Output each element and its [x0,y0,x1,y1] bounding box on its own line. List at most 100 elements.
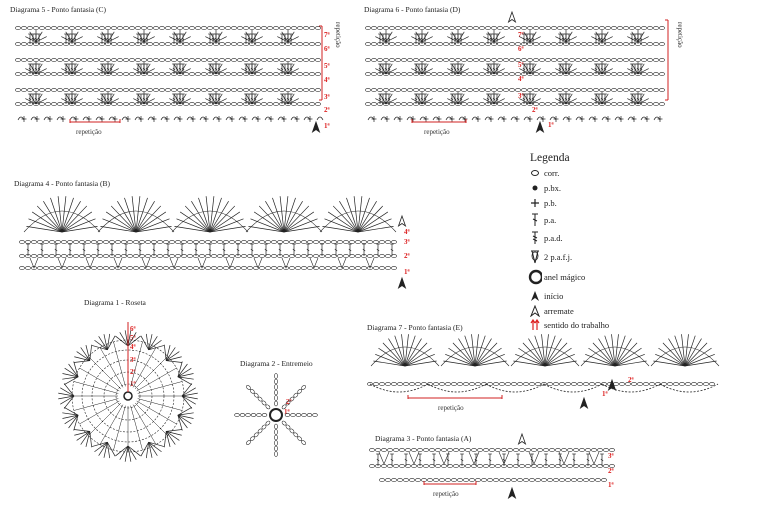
d7-chain [421,382,427,386]
d1-petal [127,445,141,457]
d2-petal-chain [306,413,313,417]
d5-fan [25,68,37,75]
d7-fan [401,334,406,367]
d6-chain [605,42,611,46]
d6-chain [539,88,545,92]
d4-chain [271,254,277,258]
d6-chain [617,72,623,76]
d4-fan [135,226,172,233]
d6-chain [521,88,527,92]
d5-chain [297,42,303,46]
d7-chain [439,382,445,386]
d6-fan [601,68,613,75]
d4-chain [19,254,25,258]
d6-chain [437,58,443,62]
stitch-line [334,248,338,252]
d4-fan [353,196,359,233]
plus-icon [528,198,542,208]
d2-petal-chain [274,400,278,407]
d5-chain [159,42,165,46]
d5-chain [309,58,315,62]
d5-chain [123,58,129,62]
d5-chain [117,72,123,76]
legend-item-pa: p.a. [528,213,556,227]
d6-chain [575,72,581,76]
d6-chain [515,88,521,92]
d4-chain [391,266,397,270]
d5-fan [35,68,47,75]
d1-petal [166,360,183,363]
d3-chain [513,448,519,452]
d6-chain [545,26,551,30]
stitch-line [244,37,248,41]
d6-bottom-chain [393,116,401,121]
stitch-line [460,458,464,462]
d4-chain [391,240,397,244]
stitch-line [381,67,385,71]
d6-chain [611,102,617,106]
stitch-line [100,67,104,71]
d5-chain [309,102,315,106]
d5-chain [117,102,123,106]
d6-bottom-chain [614,116,622,121]
d2-petal-chain [256,413,262,417]
d4-chain [289,240,295,244]
d5-bottom-chain [290,116,298,121]
d1-petal [94,339,108,351]
stitch-line [418,458,422,462]
stitch-line [136,97,140,101]
d4-chain [73,266,79,270]
d6-chain [455,26,461,30]
d4-chain [337,240,343,244]
d5-chain [303,58,309,62]
d7-chain [469,382,475,386]
d4-fan [209,218,244,233]
d6-chain [443,26,449,30]
d6-chain [611,42,617,46]
d6-chain [443,42,449,46]
d2-petal-chain [284,413,291,417]
d4-chain [91,240,97,244]
d3-chain [553,478,559,482]
d5-chain [165,102,171,106]
d1-petal [148,336,158,350]
d5-chain [105,58,111,62]
d6-fan [565,98,577,105]
d4-chain [37,240,43,244]
d1-spoke [73,398,119,411]
d4-v-stitch [169,257,179,269]
d4-fan [250,218,285,233]
stitch-line [236,248,240,252]
d3-v-stitch [438,451,450,465]
diagram-2-title: Diagrama 2 - Entremeio [240,359,313,368]
d1-petal [177,414,188,429]
d4-chain [67,266,73,270]
d4-chain [43,240,49,244]
d5-fan [143,68,155,75]
d5-chain [147,26,153,30]
d6-chain [617,88,623,92]
stitch-line [636,37,640,41]
d5-bottom-chain [212,116,220,121]
d4-chain [133,254,139,258]
stitch-line [564,67,568,71]
d6-chain [443,88,449,92]
d6-chain [623,88,629,92]
d4-fan [61,196,67,233]
stitch-line [178,97,182,101]
d2-row-1: 1ª [284,408,290,416]
d6-chain [581,42,587,46]
d5-chain [303,26,309,30]
legend-item-pbx: p.bx. [528,181,561,195]
stitch-line [103,67,107,71]
d6-chain [569,102,575,106]
d3-chain [451,478,457,482]
stitch-line [142,97,146,101]
d1-spoke [113,341,126,387]
stitch-line [103,37,107,41]
d5-chain [81,42,87,46]
d4-chain [253,240,259,244]
d1-petal [98,336,108,350]
d5-chain [27,88,33,92]
stitch-line [320,248,324,252]
